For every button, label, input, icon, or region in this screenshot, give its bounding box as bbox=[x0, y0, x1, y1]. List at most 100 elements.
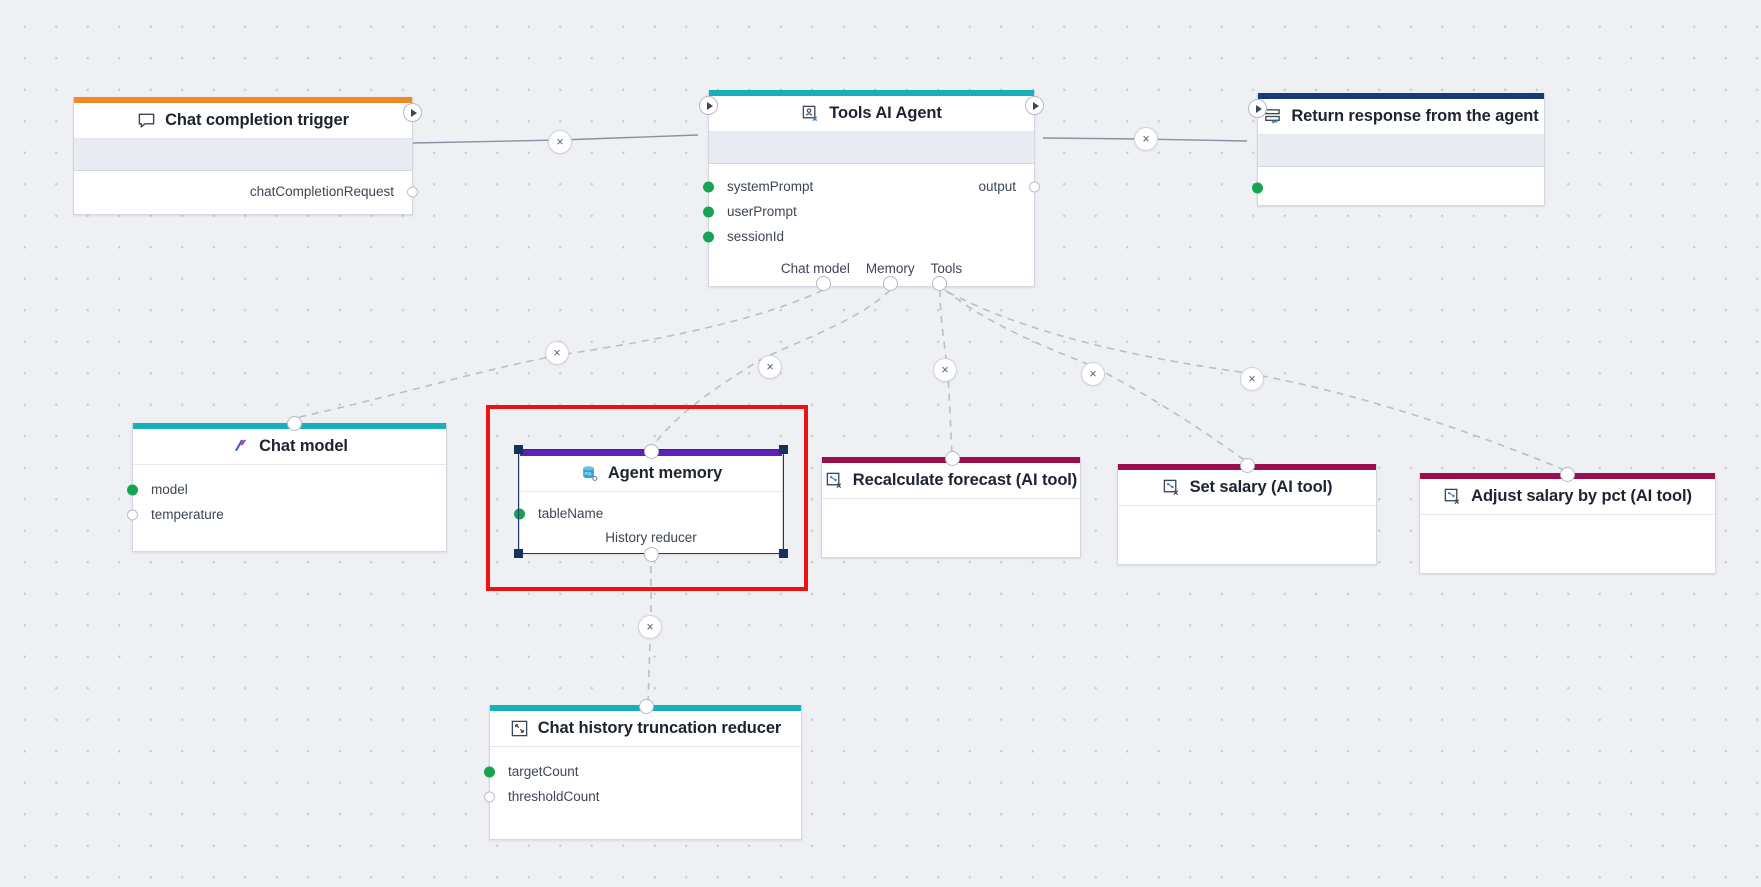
node-body bbox=[1252, 167, 1544, 205]
node-agent-memory[interactable]: SQL Agent memory tableName History reduc… bbox=[514, 450, 783, 554]
close-icon: × bbox=[941, 362, 949, 377]
input-label: model bbox=[151, 482, 188, 497]
node-body bbox=[1420, 515, 1715, 573]
execution-strip[interactable] bbox=[1248, 99, 1544, 167]
node-header[interactable]: Chat completion trigger bbox=[74, 103, 412, 139]
bottom-port-labels: Chat model Memory Tools bbox=[709, 259, 1034, 276]
node-chat-completion-trigger[interactable]: Chat completion trigger chatCompletionRe… bbox=[73, 97, 422, 215]
bottom-port-label-memory: Memory bbox=[865, 261, 915, 276]
edge-delete-tool-adjust-salary[interactable]: × bbox=[1240, 367, 1264, 391]
node-title: Return response from the agent bbox=[1291, 107, 1539, 125]
agent-memory-bottom-port[interactable] bbox=[644, 547, 659, 562]
node-header[interactable]: Tools AI Agent bbox=[709, 96, 1034, 132]
chat-model-top-port[interactable] bbox=[287, 416, 302, 431]
ai-tool-icon bbox=[825, 471, 844, 490]
chat-model-icon bbox=[231, 437, 250, 456]
input-row-system-prompt[interactable]: systemPrompt output bbox=[703, 174, 1040, 199]
agent-bottom-port-tools[interactable] bbox=[932, 276, 947, 291]
input-port[interactable] bbox=[127, 509, 138, 520]
exec-output-port[interactable] bbox=[403, 103, 422, 122]
agent-bottom-port-chat-model[interactable] bbox=[816, 276, 831, 291]
input-row-session-id[interactable]: sessionId bbox=[703, 224, 1034, 249]
node-title: Chat completion trigger bbox=[165, 111, 349, 129]
node-body bbox=[822, 499, 1080, 557]
input-row-threshold-count[interactable]: thresholdCount bbox=[484, 784, 801, 809]
node-recalculate-forecast-ai-tool[interactable]: Recalculate forecast (AI tool) bbox=[821, 457, 1081, 558]
node-chat-history-truncation-reducer[interactable]: Chat history truncation reducer targetCo… bbox=[484, 705, 802, 840]
agent-memory-top-port[interactable] bbox=[644, 444, 659, 459]
input-port[interactable] bbox=[1252, 182, 1263, 193]
bottom-port-label-chat-model: Chat model bbox=[780, 261, 850, 276]
node-body: tableName History reducer bbox=[514, 492, 782, 553]
input-label: temperature bbox=[151, 507, 224, 522]
output-port[interactable] bbox=[1029, 181, 1040, 192]
svg-text:SQL: SQL bbox=[584, 471, 593, 476]
output-row[interactable]: chatCompletionRequest bbox=[74, 179, 418, 204]
ai-tool-icon bbox=[1443, 487, 1462, 506]
agent-bottom-port-memory[interactable] bbox=[883, 276, 898, 291]
input-port[interactable] bbox=[484, 766, 495, 777]
reducer-top-port[interactable] bbox=[639, 699, 654, 714]
execution-strip[interactable] bbox=[699, 96, 1044, 164]
chat-bubble-icon bbox=[137, 111, 156, 130]
node-body: systemPrompt output userPrompt sessionId… bbox=[703, 164, 1040, 286]
input-row-model[interactable]: model bbox=[127, 477, 446, 502]
node-header[interactable]: Set salary (AI tool) bbox=[1118, 470, 1376, 506]
input-port[interactable] bbox=[703, 206, 714, 217]
selection-handle-bottom-left[interactable] bbox=[514, 549, 523, 558]
selection-handle-top-right[interactable] bbox=[779, 445, 788, 454]
node-accent-bar bbox=[1258, 93, 1544, 99]
node-header[interactable]: Recalculate forecast (AI tool) bbox=[822, 463, 1080, 499]
node-title: Adjust salary by pct (AI tool) bbox=[1471, 487, 1692, 505]
input-port[interactable] bbox=[703, 231, 714, 242]
input-row-temperature[interactable]: temperature bbox=[127, 502, 446, 527]
bottom-port-label-tools: Tools bbox=[930, 261, 963, 276]
exec-input-port[interactable] bbox=[699, 96, 718, 115]
exec-output-port[interactable] bbox=[1025, 96, 1044, 115]
execution-strip[interactable] bbox=[74, 103, 422, 171]
adjust-salary-top-port[interactable] bbox=[1560, 467, 1575, 482]
edge-delete-memory[interactable]: × bbox=[758, 355, 782, 379]
node-header[interactable]: Return response from the agent bbox=[1258, 99, 1544, 135]
ai-agent-icon bbox=[801, 104, 820, 123]
output-port[interactable] bbox=[407, 186, 418, 197]
selection-handle-bottom-right[interactable] bbox=[779, 549, 788, 558]
node-title: Agent memory bbox=[607, 464, 723, 482]
input-row-target-count[interactable]: targetCount bbox=[484, 759, 801, 784]
input-row-table-name[interactable]: tableName bbox=[514, 501, 782, 526]
input-label: systemPrompt bbox=[727, 179, 814, 194]
input-row[interactable] bbox=[1252, 175, 1544, 200]
edge-delete-chat-model[interactable]: × bbox=[545, 341, 569, 365]
exec-input-port[interactable] bbox=[1248, 99, 1267, 118]
edge-delete-reducer[interactable]: × bbox=[638, 615, 662, 639]
node-title: Chat model bbox=[259, 437, 348, 455]
node-header[interactable]: Chat model bbox=[133, 429, 446, 465]
edge-delete-trigger-to-agent[interactable]: × bbox=[548, 130, 572, 154]
close-icon: × bbox=[1248, 371, 1256, 386]
input-row-user-prompt[interactable]: userPrompt bbox=[703, 199, 1034, 224]
set-salary-top-port[interactable] bbox=[1240, 458, 1255, 473]
edge-delete-tool-set-salary[interactable]: × bbox=[1081, 362, 1105, 386]
input-label: targetCount bbox=[508, 764, 579, 779]
input-port[interactable] bbox=[703, 181, 714, 192]
close-icon: × bbox=[646, 619, 654, 634]
node-adjust-salary-by-pct-ai-tool[interactable]: Adjust salary by pct (AI tool) bbox=[1419, 473, 1716, 574]
node-return-response-from-agent[interactable]: Return response from the agent bbox=[1248, 93, 1545, 206]
input-port[interactable] bbox=[127, 484, 138, 495]
output-label: chatCompletionRequest bbox=[249, 184, 394, 199]
node-header[interactable]: Adjust salary by pct (AI tool) bbox=[1420, 479, 1715, 515]
edge-delete-tool-recalculate[interactable]: × bbox=[933, 358, 957, 382]
node-set-salary-ai-tool[interactable]: Set salary (AI tool) bbox=[1117, 464, 1377, 565]
node-tools-ai-agent[interactable]: Tools AI Agent systemPrompt output userP… bbox=[699, 90, 1044, 287]
node-chat-model[interactable]: Chat model model temperature bbox=[127, 423, 447, 552]
node-header[interactable]: Chat history truncation reducer bbox=[490, 711, 801, 747]
edge-delete-agent-to-return[interactable]: × bbox=[1134, 127, 1158, 151]
node-header[interactable]: SQL Agent memory bbox=[520, 456, 782, 492]
input-port[interactable] bbox=[514, 508, 525, 519]
recalculate-forecast-top-port[interactable] bbox=[945, 451, 960, 466]
node-title: Tools AI Agent bbox=[829, 104, 942, 122]
selection-handle-top-left[interactable] bbox=[514, 445, 523, 454]
input-port[interactable] bbox=[484, 791, 495, 802]
sub-port-label-history-reducer: History reducer bbox=[605, 530, 697, 545]
